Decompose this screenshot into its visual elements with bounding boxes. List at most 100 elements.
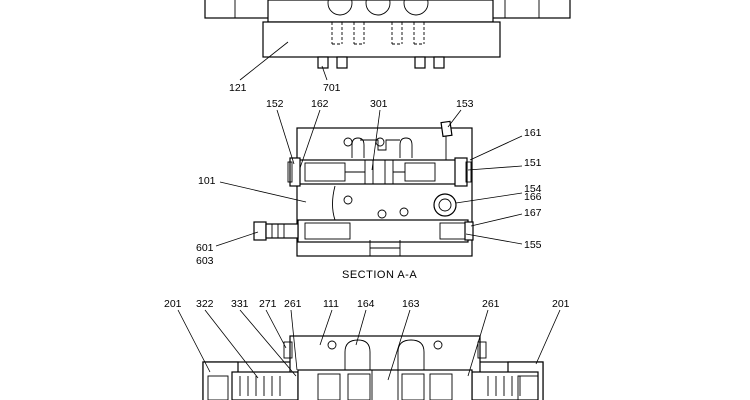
leader-154-166	[455, 192, 523, 204]
callout-166: 166	[524, 191, 542, 203]
top-hidden-line-4	[413, 22, 425, 45]
cover-plug-left	[207, 375, 229, 400]
callout-101: 101	[198, 175, 216, 187]
part-601-fitting	[265, 223, 299, 239]
callout-167: 167	[524, 207, 542, 219]
leader-161	[469, 135, 523, 161]
callout-603: 603	[196, 255, 214, 267]
callout-155: 155	[524, 239, 542, 251]
part-121-plate	[262, 21, 501, 58]
bottom-bore-1	[327, 340, 337, 350]
bottom-bore-2	[433, 340, 443, 350]
callout-161: 161	[524, 127, 542, 139]
callout-152: 152	[266, 98, 284, 110]
top-hidden-line-3	[391, 22, 403, 45]
callout-331: 331	[231, 298, 249, 310]
callout-301: 301	[370, 98, 388, 110]
callout-162: 162	[311, 98, 329, 110]
leader-601-603	[215, 231, 259, 247]
bore-hole-5	[399, 207, 409, 217]
leader-201-left	[177, 309, 211, 373]
top-port-circle-1	[327, 0, 353, 16]
section-title: SECTION A-A	[342, 269, 417, 281]
callout-322: 322	[196, 298, 214, 310]
passage-bottom	[369, 240, 401, 256]
leader-261-left	[290, 309, 298, 371]
part-152-plug	[289, 157, 301, 187]
callout-111: 111	[323, 298, 339, 310]
passage-top	[360, 139, 400, 151]
part-271-bolt-right	[477, 341, 487, 359]
bolt-701-3	[414, 56, 426, 69]
callout-153: 153	[456, 98, 474, 110]
leader-201-right	[535, 309, 561, 365]
bottom-spool	[297, 369, 473, 400]
leader-151	[467, 165, 523, 171]
callout-701: 701	[323, 82, 341, 94]
part-151-plug	[454, 157, 468, 187]
passage-curve-left	[332, 185, 336, 221]
leader-301	[371, 109, 381, 171]
part-164-passage	[344, 339, 371, 375]
bolt-701-2	[336, 56, 348, 69]
bottom-spool-land-1	[317, 373, 341, 400]
callout-261-right: 261	[482, 298, 500, 310]
callout-121: 121	[229, 82, 247, 94]
leader-322	[204, 309, 259, 379]
callout-154: 154	[524, 183, 542, 195]
leader-155	[465, 233, 523, 245]
bottom-spool-land-4	[429, 373, 453, 400]
bottom-view	[177, 309, 561, 400]
top-port-circle-3	[403, 0, 429, 16]
leader-164	[355, 309, 367, 346]
part-301-spool	[297, 159, 459, 185]
bottom-spool-land-2	[347, 373, 371, 400]
section-a-a-view	[215, 109, 523, 257]
callout-601: 601	[196, 242, 214, 254]
part-161-oring	[465, 161, 472, 183]
bore-hole-4	[377, 209, 387, 219]
top-housing-right-block	[504, 0, 540, 19]
leader-331	[239, 309, 297, 377]
leader-167	[470, 213, 523, 227]
part-322-spring-left	[231, 371, 299, 400]
leader-101	[219, 181, 307, 203]
leader-153	[447, 109, 462, 128]
callout-164: 164	[357, 298, 375, 310]
callout-201-left: 201	[164, 298, 182, 310]
part-603-nut	[253, 221, 267, 241]
leader-271	[265, 309, 287, 349]
part-271-bolt-left	[283, 341, 293, 359]
leader-111	[319, 309, 333, 346]
top-hidden-line-1	[331, 22, 343, 45]
spring-coils-left	[239, 376, 281, 396]
part-154-plug	[433, 193, 457, 217]
part-167-plug	[464, 221, 474, 241]
leader-162	[299, 109, 321, 169]
leader-121	[239, 41, 289, 81]
lower-spool-land-left	[304, 222, 351, 240]
bore-hole-3	[343, 195, 353, 205]
leader-701	[321, 65, 328, 81]
leader-163	[387, 309, 411, 381]
bottom-spool-center	[371, 369, 399, 400]
passage-right-vertical	[399, 137, 413, 158]
top-port-circle-2	[365, 0, 391, 16]
part-166-oring	[438, 198, 452, 212]
top-view	[204, 0, 571, 81]
leader-261-right	[467, 309, 489, 377]
bolt-701-4	[433, 56, 445, 69]
bolt-701-1	[317, 56, 329, 69]
callout-201-right: 201	[552, 298, 570, 310]
leader-152	[276, 109, 295, 165]
callout-261-left: 261	[284, 298, 302, 310]
top-valve-body	[267, 0, 494, 23]
callout-151: 151	[524, 157, 542, 169]
passage-left-vertical	[351, 137, 365, 158]
part-162-oring	[287, 161, 293, 183]
callout-271: 271	[259, 298, 277, 310]
bottom-spool-land-3	[401, 373, 425, 400]
cover-plug-right	[517, 375, 539, 400]
